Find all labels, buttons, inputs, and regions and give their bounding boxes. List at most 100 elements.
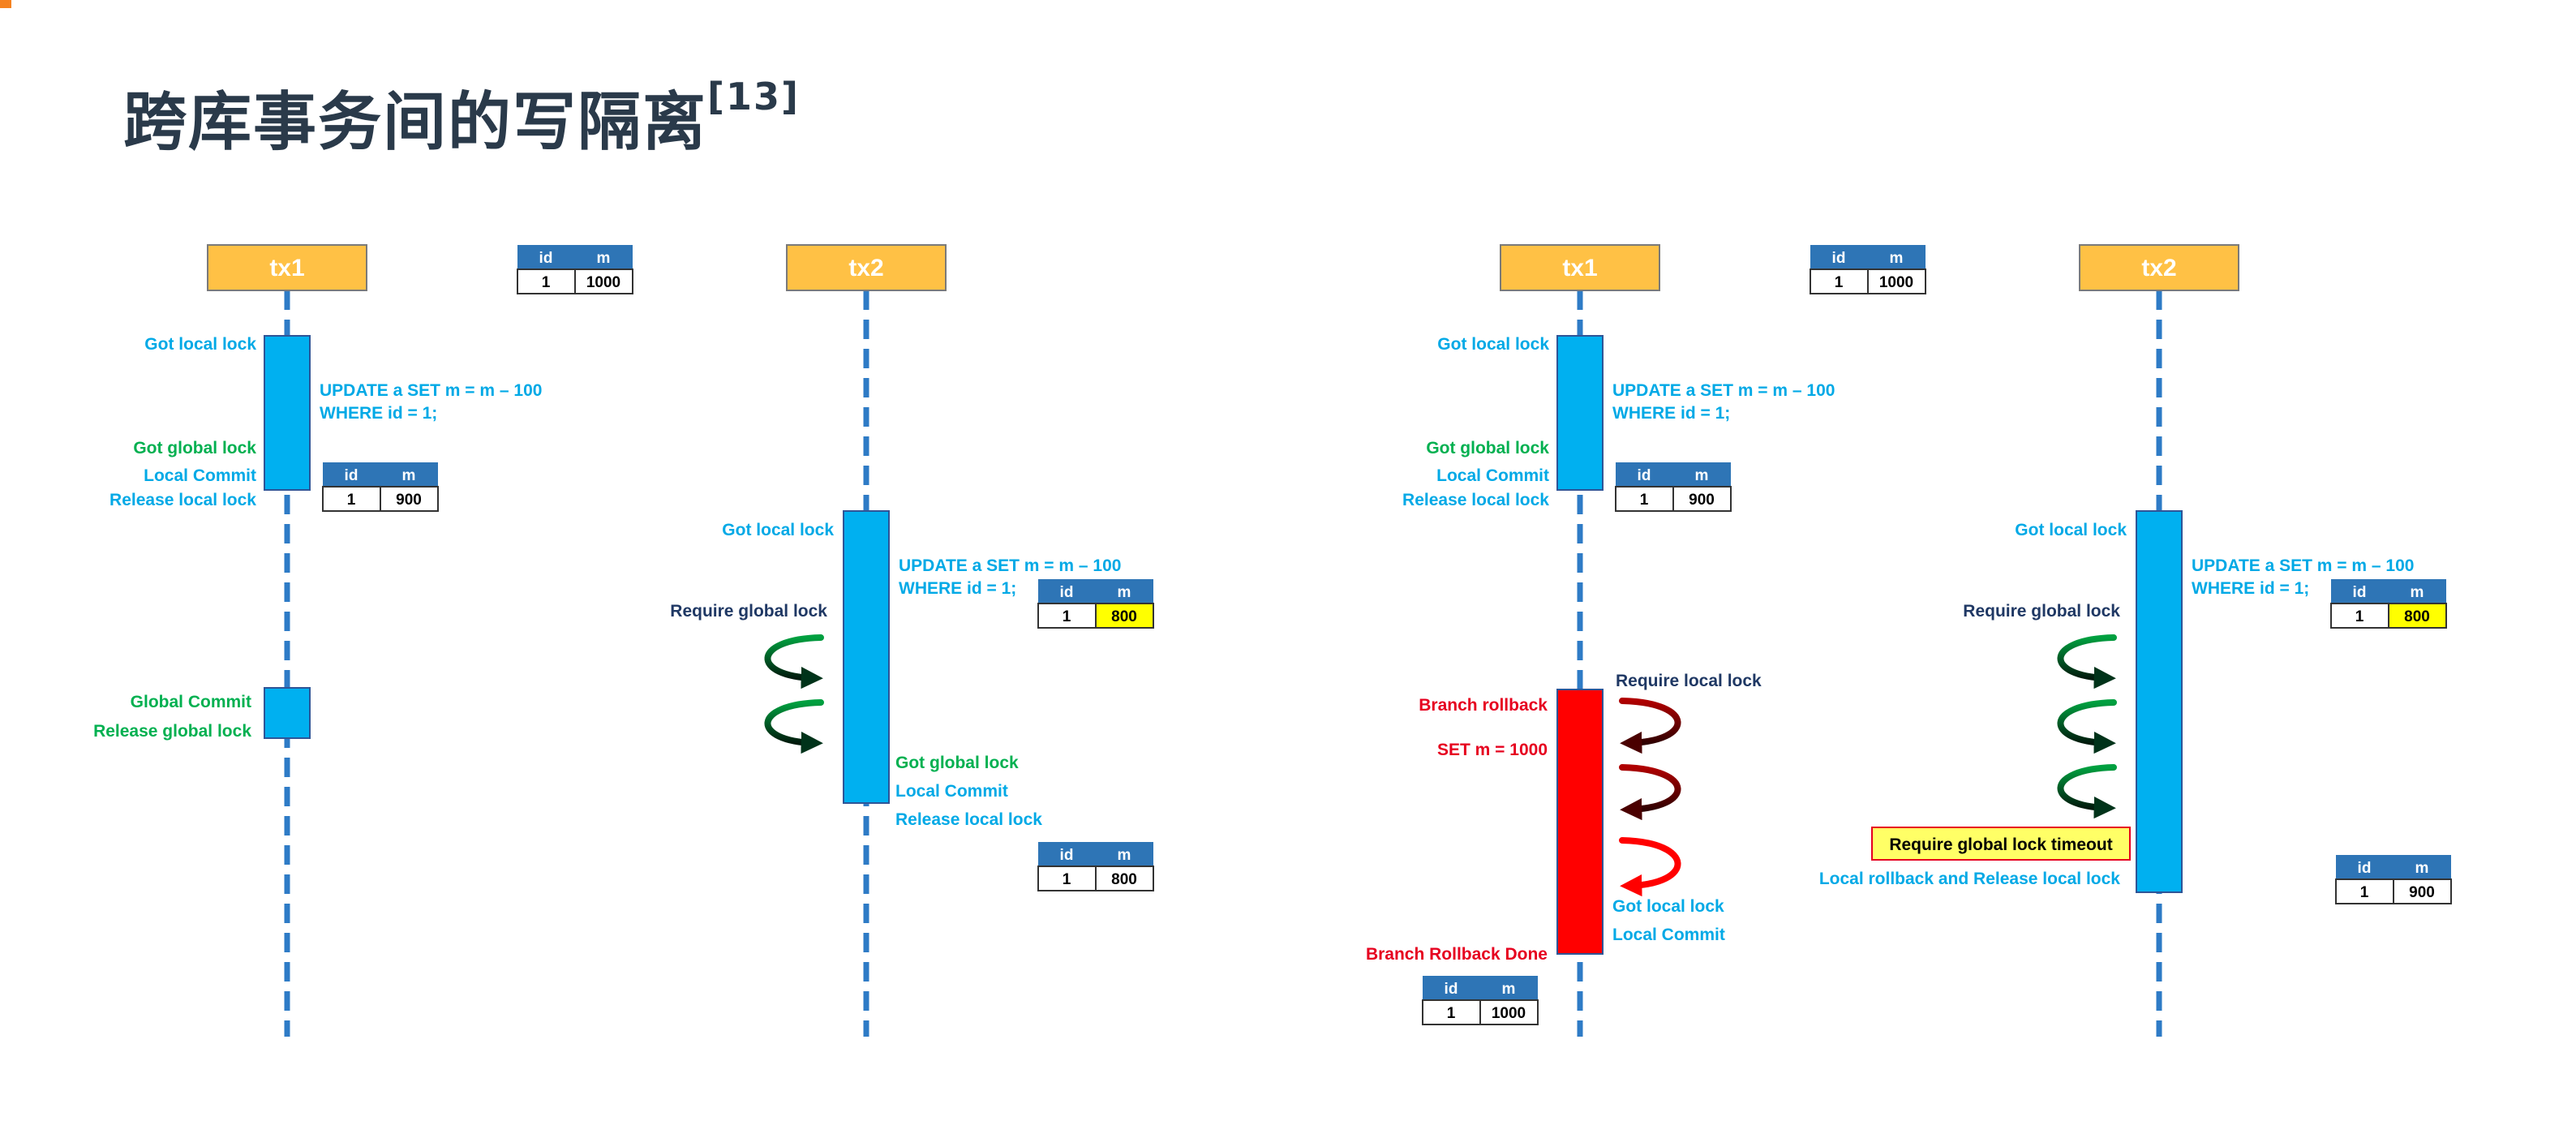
panel2-table-tx2-update-cell-id-value: 1 xyxy=(2355,608,2364,625)
panel2-tx1-rollback-activation xyxy=(1556,689,1604,955)
panel1-table-tx2-update-header-id: id xyxy=(1060,584,1074,601)
panel2-set-m: SET m = 1000 xyxy=(1437,741,1548,759)
panel2-red-retry-arrow-icon-1 xyxy=(1619,698,1681,754)
panel2-table-tx2-update-header xyxy=(2331,579,2446,604)
panel1-table-after-tx1-header-id: id xyxy=(345,467,358,484)
panel2-timeout-box xyxy=(1871,827,2131,861)
panel1-table-final-header-m: m xyxy=(1118,847,1131,864)
panel1-table-tx2-update-cell-id-value: 1 xyxy=(1063,608,1071,625)
panel1-tx1-release-local-lock: Release local lock xyxy=(109,491,256,509)
panel2-table-tx2-update-cell-m xyxy=(2388,603,2447,629)
panel2-table-final-header xyxy=(2336,855,2451,879)
panel2-table-initial-cell-id-value: 1 xyxy=(1835,274,1844,291)
panel2-table-rollback-done-cell-m-value: 1000 xyxy=(1492,1005,1526,1022)
panel1-retry-arrow-icon-1 xyxy=(764,634,824,689)
panel2-table-initial-header-m: m xyxy=(1890,250,1904,267)
panel1-tx1-box-label: tx1 xyxy=(269,255,304,281)
panel1-table-final-cell-m xyxy=(1095,866,1154,891)
panel2-tx2-update-line1: UPDATE a SET m = m – 100 xyxy=(2192,556,2414,575)
panel1-table-final-cell-m-value: 800 xyxy=(1111,871,1137,888)
panel2-tx1-update-line1: UPDATE a SET m = m – 100 xyxy=(1612,381,1835,400)
panel1-table-tx2-update-header-m: m xyxy=(1118,584,1131,601)
panel2-tx1-got-global-lock: Got global lock xyxy=(1426,439,1549,457)
panel2-branch-rollback: Branch rollback xyxy=(1419,696,1548,715)
panel2-timeout-label: Require global lock timeout xyxy=(1889,835,2112,854)
panel2-table-rollback-done-header-m: m xyxy=(1502,981,1516,998)
panel1-table-initial-header xyxy=(517,245,633,269)
panel1-table-initial-cell-id-value: 1 xyxy=(542,274,551,291)
panel2-table-final-header-m: m xyxy=(2415,860,2429,877)
panel2-table-tx2-update-header-id: id xyxy=(2353,584,2367,601)
panel2-tx1-update-line2: WHERE id = 1; xyxy=(1612,404,1730,423)
panel1-table-initial-cell-m xyxy=(574,268,633,294)
panel2-table-after-tx1-cell-id-value: 1 xyxy=(1640,492,1649,509)
panel1-tx1-commit-activation xyxy=(264,687,311,739)
panel2-table-after-tx1-header-id: id xyxy=(1638,467,1651,484)
page-title: 跨库事务间的写隔离[13] xyxy=(123,71,800,162)
page-title-text: 跨库事务间的写隔离 xyxy=(123,86,708,159)
panel1-tx1-local-commit: Local Commit xyxy=(144,466,256,485)
panel2-tx1-box xyxy=(1500,244,1660,291)
panel2-table-after-tx1-cell-m-value: 900 xyxy=(1689,492,1715,509)
panel2-branch-rollback-done: Branch Rollback Done xyxy=(1366,945,1548,964)
panel1-tx1-box xyxy=(207,244,367,291)
panel2-require-global-lock: Require global lock xyxy=(1963,602,2120,621)
panel2-red-retry-arrow-icon-2 xyxy=(1619,764,1681,821)
panel1-table-final-header xyxy=(1038,842,1153,866)
panel2-red-retry-arrow-icon-3 xyxy=(1619,837,1681,897)
panel1-release-global-lock: Release global lock xyxy=(93,722,251,741)
panel2-retry-arrow-icon-3 xyxy=(2057,764,2117,819)
panel2-tx1-got-local-lock-2: Got local lock xyxy=(1612,897,1724,916)
panel2-tx1-activation xyxy=(1556,335,1604,491)
panel2-tx2-got-local-lock: Got local lock xyxy=(2015,521,2127,539)
panel1-retry-arrow-icon-2 xyxy=(764,699,824,754)
panel2-tx1-release-local-lock: Release local lock xyxy=(1402,491,1549,509)
panel2-table-after-tx1-header-m: m xyxy=(1695,467,1709,484)
panel1-tx1-activation xyxy=(264,335,311,491)
panel2-local-rollback: Local rollback and Release local lock xyxy=(1819,870,2120,888)
panel2-table-tx2-update-cell-m-value: 800 xyxy=(2404,608,2430,625)
panel1-table-after-tx1-cell-m xyxy=(380,486,439,512)
panel2-tx2-activation xyxy=(2136,510,2183,893)
panel2-tx1-local-commit-2: Local Commit xyxy=(1612,926,1725,944)
panel1-global-commit: Global Commit xyxy=(131,693,251,711)
panel2-table-after-tx1-cell-m xyxy=(1672,486,1732,512)
panel2-table-final-cell-m xyxy=(2393,878,2452,904)
panel1-table-initial-header-m: m xyxy=(597,250,611,267)
panel1-require-global-lock: Require global lock xyxy=(670,602,827,621)
panel2-table-rollback-done-header xyxy=(1423,976,1538,1000)
panel1-table-initial-header-id: id xyxy=(539,250,553,267)
panel1-tx2-release-local-lock: Release local lock xyxy=(895,810,1042,829)
panel2-table-initial-header xyxy=(1810,245,1926,269)
panel2-tx2-box xyxy=(2079,244,2239,291)
panel2-table-after-tx1-header xyxy=(1616,462,1731,487)
panel1-tx1-got-local-lock: Got local lock xyxy=(144,335,256,354)
panel1-table-after-tx1-cell-id-value: 1 xyxy=(347,492,356,509)
panel2-table-tx2-update-header-m: m xyxy=(2411,584,2424,601)
panel2-table-final-cell-id-value: 1 xyxy=(2360,884,2369,901)
panel2-table-final-cell-m-value: 900 xyxy=(2409,884,2435,901)
panel2-table-rollback-done-header-id: id xyxy=(1445,981,1458,998)
panel2-table-initial-header-id: id xyxy=(1832,250,1846,267)
panel1-table-after-tx1-header xyxy=(323,462,438,487)
panel1-table-final-cell-id-value: 1 xyxy=(1063,871,1071,888)
panel1-table-after-tx1-header-m: m xyxy=(402,467,416,484)
panel1-tx2-box-label: tx2 xyxy=(848,255,883,281)
panel1-tx1-update-line2: WHERE id = 1; xyxy=(320,404,437,423)
panel2-tx1-local-commit: Local Commit xyxy=(1436,466,1549,485)
panel2-table-initial-cell-m-value: 1000 xyxy=(1879,274,1913,291)
panel2-table-final-header-id: id xyxy=(2358,860,2372,877)
panel2-table-rollback-done-cell-id-value: 1 xyxy=(1447,1005,1456,1022)
panel1-tx1-got-global-lock: Got global lock xyxy=(133,439,256,457)
panel2-table-initial-cell-m xyxy=(1867,268,1926,294)
panel1-table-tx2-update-header xyxy=(1038,579,1153,604)
panel2-tx1-got-local-lock: Got local lock xyxy=(1437,335,1549,354)
panel1-table-tx2-update-cell-m xyxy=(1095,603,1154,629)
panel2-tx1-box-label: tx1 xyxy=(1562,255,1597,281)
panel1-tx2-activation xyxy=(843,510,890,804)
panel1-tx2-update-line1: UPDATE a SET m = m – 100 xyxy=(899,556,1121,575)
panel1-tx1-update-line1: UPDATE a SET m = m – 100 xyxy=(320,381,542,400)
accent-mark xyxy=(0,0,11,8)
